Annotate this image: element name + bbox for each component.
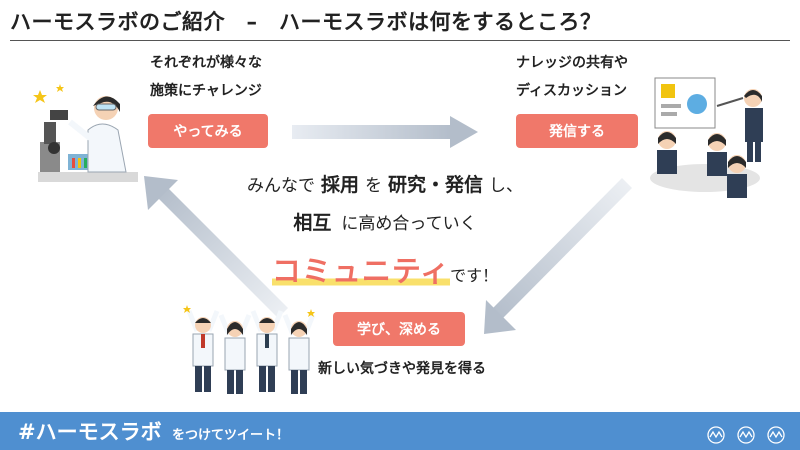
- arrow-left-up: [144, 176, 288, 318]
- caption-share-line2: ディスカッション: [516, 83, 628, 99]
- mission-keyword-mutual: 相互: [293, 212, 332, 234]
- footer-bar: #ハーモスラボ をつけてツイート！: [0, 412, 800, 450]
- page-title: ハーモスラボのご紹介 – ハーモスラボは何をするところ？: [10, 10, 602, 34]
- mission-text-grow: に高め合っていく: [341, 214, 477, 234]
- mission-keyword-research: 研究・発信: [388, 174, 484, 196]
- mission-line-1: みんなで採用を研究・発信し、: [230, 170, 540, 197]
- mission-keyword-community: コミュニティ: [271, 254, 451, 288]
- harmos-logo-icon: [737, 426, 755, 444]
- harmos-logo-icon: [707, 426, 725, 444]
- mission-text-desu: です！: [450, 266, 499, 285]
- caption-learn: 新しい気づきや発見を得る: [318, 361, 486, 377]
- team-illustration: [183, 305, 316, 394]
- tweet-prompt: をつけてツイート！: [172, 428, 290, 443]
- arrow-right-down: [484, 178, 632, 334]
- mission-line-2: 相互に高め合っていく: [230, 208, 540, 235]
- meeting-illustration: [650, 77, 763, 198]
- title-divider: [10, 40, 790, 41]
- learn-button[interactable]: 学び、深める: [333, 312, 465, 346]
- hashtag-label[interactable]: #ハーモスラボ: [18, 420, 162, 444]
- caption-share-line1: ナレッジの共有や: [516, 55, 628, 71]
- share-button[interactable]: 発信する: [516, 114, 638, 148]
- mission-keyword-recruiting: 採用: [320, 174, 359, 196]
- mission-text-everyone: みんなで: [246, 176, 315, 196]
- scientist-illustration: [33, 84, 138, 182]
- mission-text-and: し、: [489, 176, 524, 196]
- arrow-top-right: [292, 116, 478, 148]
- try-button[interactable]: やってみる: [148, 114, 268, 148]
- harmos-logo-icon: [767, 426, 785, 444]
- mission-line-3: コミュニティです！: [230, 248, 540, 290]
- mission-text-wo: を: [365, 176, 382, 196]
- caption-try-line2: 施策にチャレンジ: [150, 83, 262, 99]
- caption-try-line1: それぞれが様々な: [150, 55, 262, 71]
